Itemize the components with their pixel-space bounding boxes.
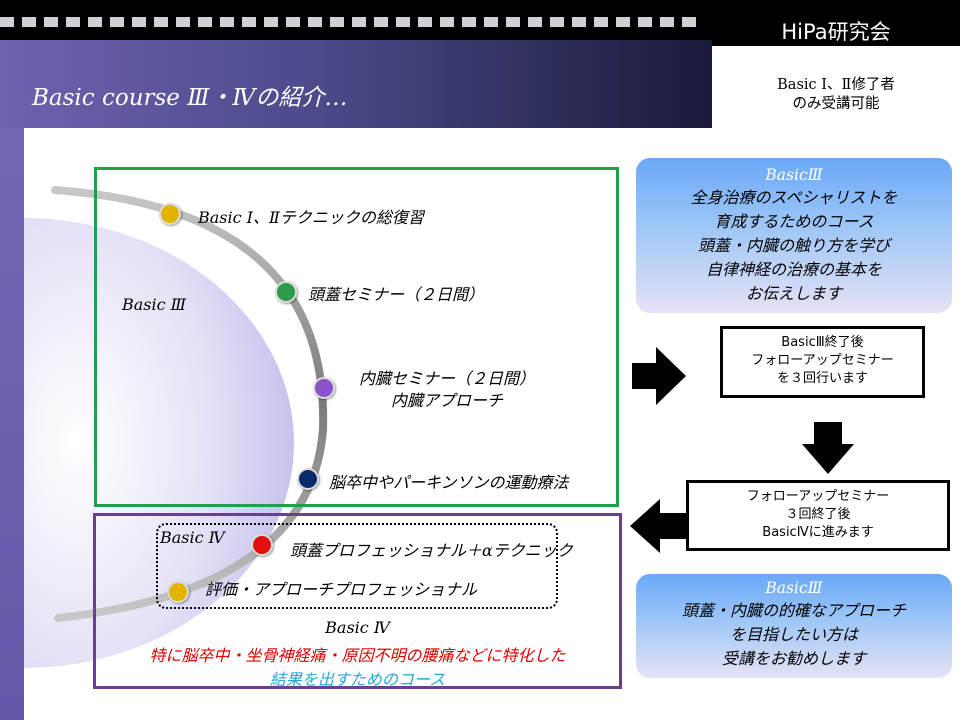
basic3-frame — [94, 167, 619, 507]
step-dot-4 — [297, 468, 319, 490]
basic4-desc-2: 結果を出すためのコース — [269, 670, 446, 689]
org-name: HiPa研究会 — [712, 14, 960, 46]
step-dot-1 — [159, 203, 181, 225]
basic4-dotted-frame — [156, 523, 558, 609]
basic3-label: Basic Ⅲ — [122, 295, 187, 314]
left-strip — [0, 128, 24, 720]
title-bar — [0, 40, 712, 128]
basic4-label: Basic Ⅳ — [160, 528, 225, 547]
step-label-4: 脳卒中やパーキンソンの運動療法 — [329, 473, 569, 492]
step-dot-3 — [313, 377, 335, 399]
basic3-recommend-panel: BasicⅢ 頭蓋・内臓の的確なアプローチ を目指したい方は 受講をお勧めします — [636, 574, 952, 678]
eligibility-note: Basic Ⅰ、Ⅱ修了者 のみ受講可能 — [777, 77, 895, 112]
arrow-left-icon — [630, 499, 686, 553]
basic4-title: Basic Ⅳ — [325, 618, 390, 637]
arrow-down-icon — [802, 422, 854, 474]
followup-end-box: フォローアップセミナー ３回終了後 BasicⅣに進みます — [686, 480, 950, 551]
basic4-desc-1: 特に脳卒中・坐骨神経痛・原因不明の腰痛などに特化した — [149, 646, 566, 665]
step-dot-6 — [167, 581, 189, 603]
step-label-1: Basic Ⅰ、Ⅱテクニックの総復習 — [198, 208, 424, 227]
basic4-frame — [93, 513, 622, 689]
hemisphere — [24, 218, 294, 668]
basic3-intro-panel: BasicⅢ 全身治療のスペシャリストを 育成するためのコース 頭蓋・内臓の触り… — [636, 158, 952, 313]
step-dot-2 — [275, 281, 297, 303]
course-arc — [51, 186, 328, 622]
step-label-6: 評価・アプローチプロフェッショナル — [205, 580, 478, 599]
dash-pattern — [0, 17, 700, 27]
page-title: Basic course Ⅲ・Ⅳの紹介… — [32, 85, 348, 111]
step-label-3: 内臓セミナー（２日間） 内臓アプローチ — [358, 369, 535, 410]
step-label-5: 頭蓋プロフェッショナル＋αテクニック — [290, 541, 573, 560]
step-dot-5 — [251, 534, 273, 556]
followup-start-box: BasicⅢ終了後 フォローアップセミナー を３回行います — [720, 326, 925, 398]
step-label-2: 頭蓋セミナー（２日間） — [308, 285, 485, 304]
arrow-right-icon — [632, 347, 686, 405]
